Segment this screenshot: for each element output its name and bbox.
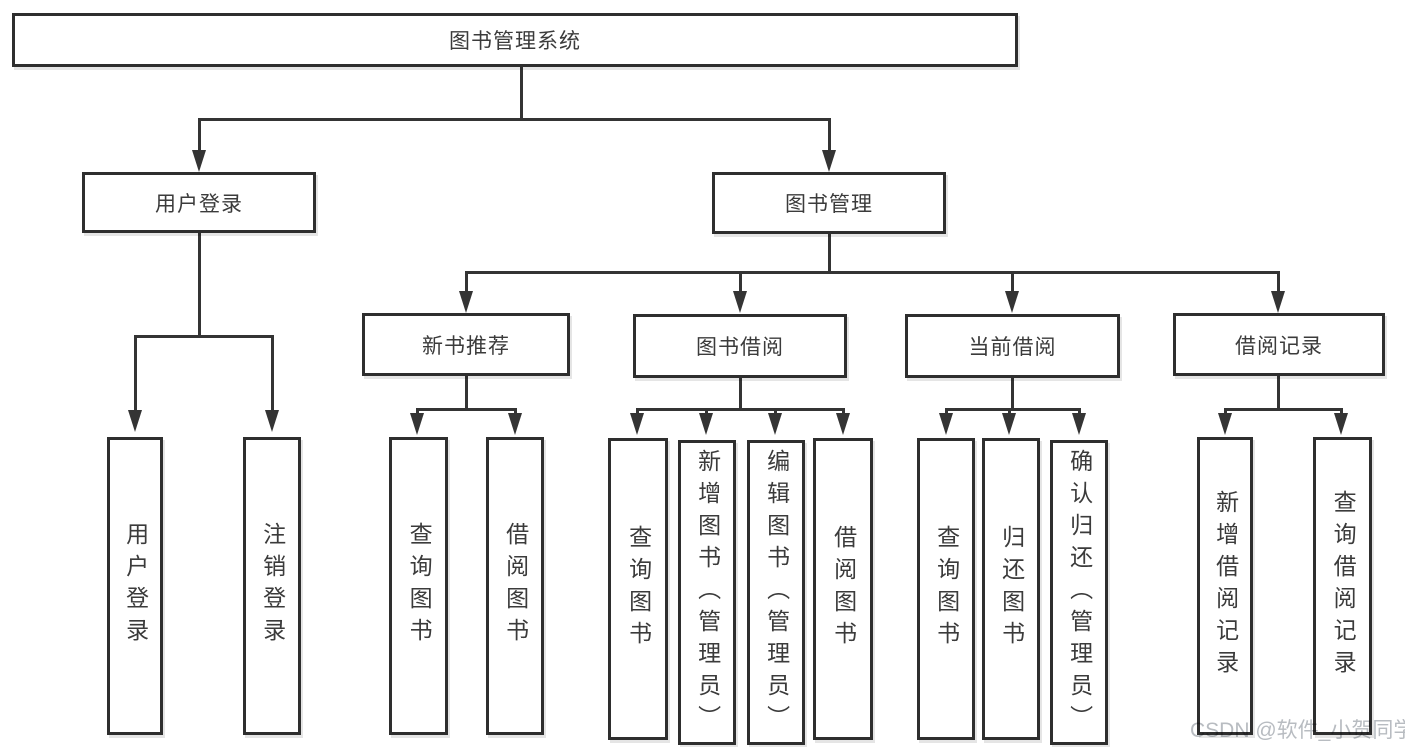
connector-line [465, 271, 468, 293]
connector-line [416, 408, 419, 416]
leaf-add-book-admin: 新增图书（管理员） [678, 440, 736, 745]
leaf-label: 新增图书（管理员） [694, 448, 721, 737]
connector-line [198, 118, 831, 121]
arrowhead-down-icon [822, 150, 836, 172]
arrowhead-down-icon [768, 413, 782, 435]
connector-line [1224, 408, 1227, 416]
arrowhead-down-icon [265, 410, 279, 432]
connector-line [465, 376, 468, 408]
arrowhead-down-icon [1218, 413, 1232, 435]
connector-line [416, 408, 517, 411]
arrowhead-down-icon [128, 410, 142, 432]
connector-line [739, 271, 742, 293]
connector-line [842, 408, 845, 416]
arrowhead-down-icon [630, 413, 644, 435]
node-current-borrowing: 当前借阅 [905, 314, 1120, 378]
connector-line [514, 408, 517, 416]
node-label: 图书管理系统 [449, 30, 581, 53]
node-borrowing-records: 借阅记录 [1173, 313, 1385, 376]
arrowhead-down-icon [1002, 413, 1016, 435]
leaf-label: 确认归还（管理员） [1066, 448, 1093, 737]
leaf-label: 归还图书 [998, 525, 1025, 653]
arrowhead-down-icon [1334, 413, 1348, 435]
connector-line [945, 408, 1081, 411]
leaf-label: 查询图书 [933, 525, 960, 653]
leaf-confirm-return-admin: 确认归还（管理员） [1050, 440, 1108, 745]
arrowhead-down-icon [459, 291, 473, 313]
connector-line [520, 67, 523, 118]
node-label: 借阅记录 [1235, 334, 1323, 358]
arrowhead-down-icon [836, 413, 850, 435]
arrowhead-down-icon [192, 150, 206, 172]
leaf-query-books-1: 查询图书 [389, 437, 448, 735]
connector-line [1340, 408, 1343, 416]
connector-line [1008, 408, 1011, 416]
connector-line [636, 408, 639, 416]
arrowhead-down-icon [508, 413, 522, 435]
arrowhead-down-icon [939, 413, 953, 435]
leaf-label: 查询图书 [406, 522, 433, 650]
connector-line [134, 335, 274, 338]
node-new-book-recommend: 新书推荐 [362, 313, 570, 376]
connector-line [1078, 408, 1081, 416]
connector-line [1277, 271, 1280, 293]
connector-line [705, 408, 708, 416]
leaf-query-borrow-record: 查询借阅记录 [1313, 437, 1372, 735]
node-label: 图书借阅 [696, 336, 784, 359]
leaf-label: 用户登录 [122, 522, 149, 650]
node-label: 用户登录 [155, 192, 243, 216]
arrowhead-down-icon [410, 413, 424, 435]
leaf-label: 注销登录 [259, 522, 286, 650]
leaf-return-book: 归还图书 [982, 438, 1040, 740]
node-label: 当前借阅 [968, 336, 1057, 359]
leaf-label: 新增借阅记录 [1212, 490, 1239, 682]
leaf-borrow-books-2: 借阅图书 [813, 438, 873, 740]
leaf-label: 查询借阅记录 [1330, 490, 1357, 682]
arrowhead-down-icon [733, 291, 747, 313]
connector-line [1011, 271, 1014, 293]
leaf-query-books-3: 查询图书 [917, 438, 975, 740]
node-root-library-system: 图书管理系统 [12, 13, 1018, 67]
leaf-borrow-books-1: 借阅图书 [486, 437, 544, 735]
connector-line [945, 408, 948, 416]
connector-line [134, 335, 137, 411]
connector-line [774, 408, 777, 416]
leaf-add-borrow-record: 新增借阅记录 [1197, 437, 1253, 735]
node-label: 新书推荐 [422, 334, 510, 358]
leaf-query-books-2: 查询图书 [608, 438, 668, 740]
leaf-user-login: 用户登录 [107, 437, 163, 735]
connector-line [828, 118, 831, 154]
arrowhead-down-icon [1072, 413, 1086, 435]
connector-line [828, 234, 831, 271]
node-user-login: 用户登录 [82, 172, 316, 233]
leaf-logout: 注销登录 [243, 437, 301, 735]
leaf-edit-book-admin: 编辑图书（管理员） [747, 440, 805, 745]
connector-line [739, 378, 742, 408]
node-book-management: 图书管理 [712, 172, 946, 234]
node-book-borrowing: 图书借阅 [633, 314, 847, 378]
leaf-label: 查询图书 [625, 525, 652, 653]
arrowhead-down-icon [1271, 291, 1285, 313]
arrowhead-down-icon [1005, 291, 1019, 313]
connector-line [271, 335, 274, 411]
connector-line [465, 271, 1280, 274]
leaf-label: 借阅图书 [502, 522, 529, 650]
connector-line [198, 233, 201, 335]
node-label: 图书管理 [785, 193, 873, 216]
connector-line [1011, 378, 1014, 408]
connector-line [198, 118, 201, 154]
connector-line [1224, 408, 1343, 411]
connector-line [636, 408, 845, 411]
leaf-label: 编辑图书（管理员） [763, 448, 790, 737]
leaf-label: 借阅图书 [830, 525, 857, 653]
csdn-watermark: CSDN @软件_小贺同学 [1190, 719, 1405, 742]
connector-line [1277, 376, 1280, 408]
arrowhead-down-icon [699, 413, 713, 435]
